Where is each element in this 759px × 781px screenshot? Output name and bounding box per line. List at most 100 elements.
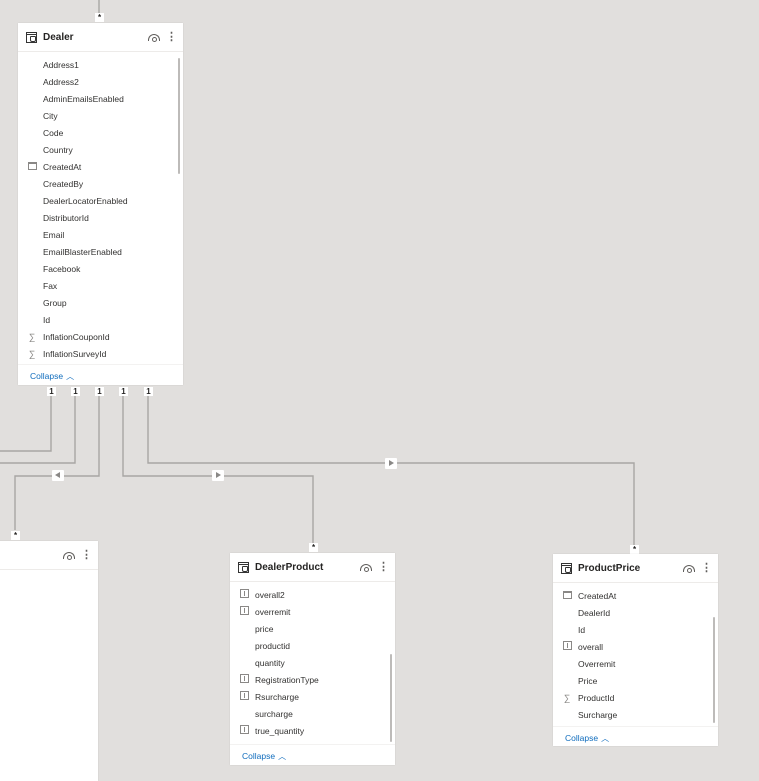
filter-direction-right-icon[interactable] — [385, 458, 397, 469]
table-icon — [26, 31, 37, 43]
field-row[interactable]: EmailBlasterEnabled — [18, 243, 183, 260]
field-row[interactable]: Address2 — [18, 73, 183, 90]
scrollbar[interactable] — [178, 58, 180, 174]
productprice-table-header[interactable]: ProductPrice ⋮ — [553, 554, 718, 583]
field-row[interactable]: Address1 — [18, 56, 183, 73]
field-name: AdminEmailsEnabled — [43, 93, 124, 104]
field-row[interactable]: true_quantity — [230, 722, 395, 739]
dealer-table-card[interactable]: Dealer ⋮ Address1 Address2 AdminEmailsEn… — [18, 23, 183, 385]
dealerproduct-table-title: DealerProduct — [255, 561, 324, 573]
field-row[interactable]: CreatedBy — [18, 175, 183, 192]
calculated-column-icon — [239, 589, 249, 598]
visibility-icon[interactable] — [148, 33, 160, 42]
productprice-table-card[interactable]: ProductPrice ⋮ CreatedAt DealerId Id ove… — [553, 554, 718, 746]
field-row[interactable]: Code — [18, 124, 183, 141]
field-name: CreatedAt — [578, 590, 617, 601]
field-name: DealerLocatorEnabled — [43, 195, 128, 206]
field-row[interactable]: overall — [553, 638, 718, 655]
field-row[interactable]: DistributorId — [18, 209, 183, 226]
more-options-icon[interactable]: ⋮ — [378, 560, 389, 573]
one-cardinality-badge: 1 — [144, 387, 153, 396]
visibility-icon[interactable] — [360, 563, 372, 572]
field-name: Code — [43, 127, 64, 138]
field-name: overall — [578, 641, 604, 652]
field-name: InflationCouponId — [43, 331, 110, 342]
calculated-column-icon — [239, 725, 249, 734]
field-name: Surcharge — [578, 709, 618, 720]
visibility-icon[interactable] — [63, 551, 75, 560]
field-name: productid — [255, 640, 290, 651]
dealer-table-header[interactable]: Dealer ⋮ — [18, 23, 183, 52]
scrollbar[interactable] — [390, 654, 392, 742]
field-row[interactable]: DealerId — [553, 604, 718, 621]
field-row[interactable]: Group — [18, 294, 183, 311]
field-row[interactable]: City — [18, 107, 183, 124]
partial-table-card[interactable]: ⋮ — [0, 541, 98, 781]
field-name: Id — [43, 314, 51, 325]
one-cardinality-badge: 1 — [47, 387, 56, 396]
field-row[interactable]: Fax — [18, 277, 183, 294]
field-row[interactable]: ∑InflationCouponId — [18, 328, 183, 345]
visibility-icon[interactable] — [683, 564, 695, 573]
table-icon — [561, 562, 572, 574]
field-name: Rsurcharge — [255, 691, 299, 702]
collapse-button[interactable]: Collapse︿ — [18, 364, 183, 387]
sigma-icon: ∑ — [28, 348, 36, 359]
field-row[interactable]: price — [230, 620, 395, 637]
field-row[interactable]: Surcharge — [553, 706, 718, 723]
field-row[interactable]: Email — [18, 226, 183, 243]
collapse-button[interactable]: Collapse︿ — [230, 744, 395, 767]
field-name: Address1 — [43, 59, 79, 70]
field-name: Country — [43, 144, 73, 155]
field-row[interactable]: ∑ InflationSurveyId — [18, 345, 183, 362]
field-row[interactable]: RegistrationType — [230, 671, 395, 688]
dealerproduct-field-list[interactable]: overall2 overremit price productid quant… — [230, 582, 395, 744]
filter-direction-right-icon[interactable] — [212, 470, 224, 481]
field-row[interactable]: CreatedAt — [553, 587, 718, 604]
field-row[interactable]: ∑ProductId — [553, 689, 718, 706]
field-row[interactable]: Rsurcharge — [230, 688, 395, 705]
productprice-field-list[interactable]: CreatedAt DealerId Id overall Overremit … — [553, 583, 718, 726]
field-row[interactable]: CreatedAt — [18, 158, 183, 175]
calendar-icon — [27, 161, 37, 170]
filter-direction-left-icon[interactable] — [52, 470, 64, 481]
dealer-table-title: Dealer — [43, 31, 74, 43]
table-icon — [238, 561, 249, 573]
calendar-icon — [562, 590, 572, 599]
more-options-icon[interactable]: ⋮ — [81, 548, 92, 561]
dealerproduct-table-card[interactable]: DealerProduct ⋮ overall2 overremit price… — [230, 553, 395, 765]
field-row[interactable]: surcharge — [230, 705, 395, 722]
field-name: overall2 — [255, 589, 285, 600]
collapse-label: Collapse — [242, 751, 276, 761]
field-name: InflationSurveyId — [43, 348, 107, 359]
collapse-label: Collapse — [30, 371, 64, 381]
many-cardinality-badge: * — [309, 543, 318, 552]
many-cardinality-badge: * — [11, 531, 20, 540]
field-name: RegistrationType — [255, 674, 319, 685]
dealer-field-list[interactable]: Address1 Address2 AdminEmailsEnabled Cit… — [18, 52, 183, 364]
one-cardinality-badge: 1 — [119, 387, 128, 396]
field-name: quantity — [255, 657, 285, 668]
field-row[interactable]: Id — [553, 621, 718, 638]
more-options-icon[interactable]: ⋮ — [166, 30, 177, 43]
field-name: Facebook — [43, 263, 81, 274]
partial-table-header[interactable]: ⋮ — [0, 541, 98, 570]
field-row[interactable]: overall2 — [230, 586, 395, 603]
field-row[interactable]: Country — [18, 141, 183, 158]
field-row[interactable]: Id — [18, 311, 183, 328]
field-row[interactable]: overremit — [230, 603, 395, 620]
field-row[interactable]: quantity — [230, 654, 395, 671]
field-row[interactable]: Overremit — [553, 655, 718, 672]
dealerproduct-table-header[interactable]: DealerProduct ⋮ — [230, 553, 395, 582]
field-row[interactable]: Price — [553, 672, 718, 689]
scrollbar[interactable] — [713, 617, 715, 723]
collapse-button[interactable]: Collapse︿ — [553, 726, 718, 749]
field-row[interactable]: Facebook — [18, 260, 183, 277]
field-row[interactable]: AdminEmailsEnabled — [18, 90, 183, 107]
more-options-icon[interactable]: ⋮ — [701, 561, 712, 574]
field-name: true_quantity — [255, 725, 305, 736]
field-name: DistributorId — [43, 212, 89, 223]
field-row[interactable]: DealerLocatorEnabled — [18, 192, 183, 209]
field-row[interactable]: productid — [230, 637, 395, 654]
